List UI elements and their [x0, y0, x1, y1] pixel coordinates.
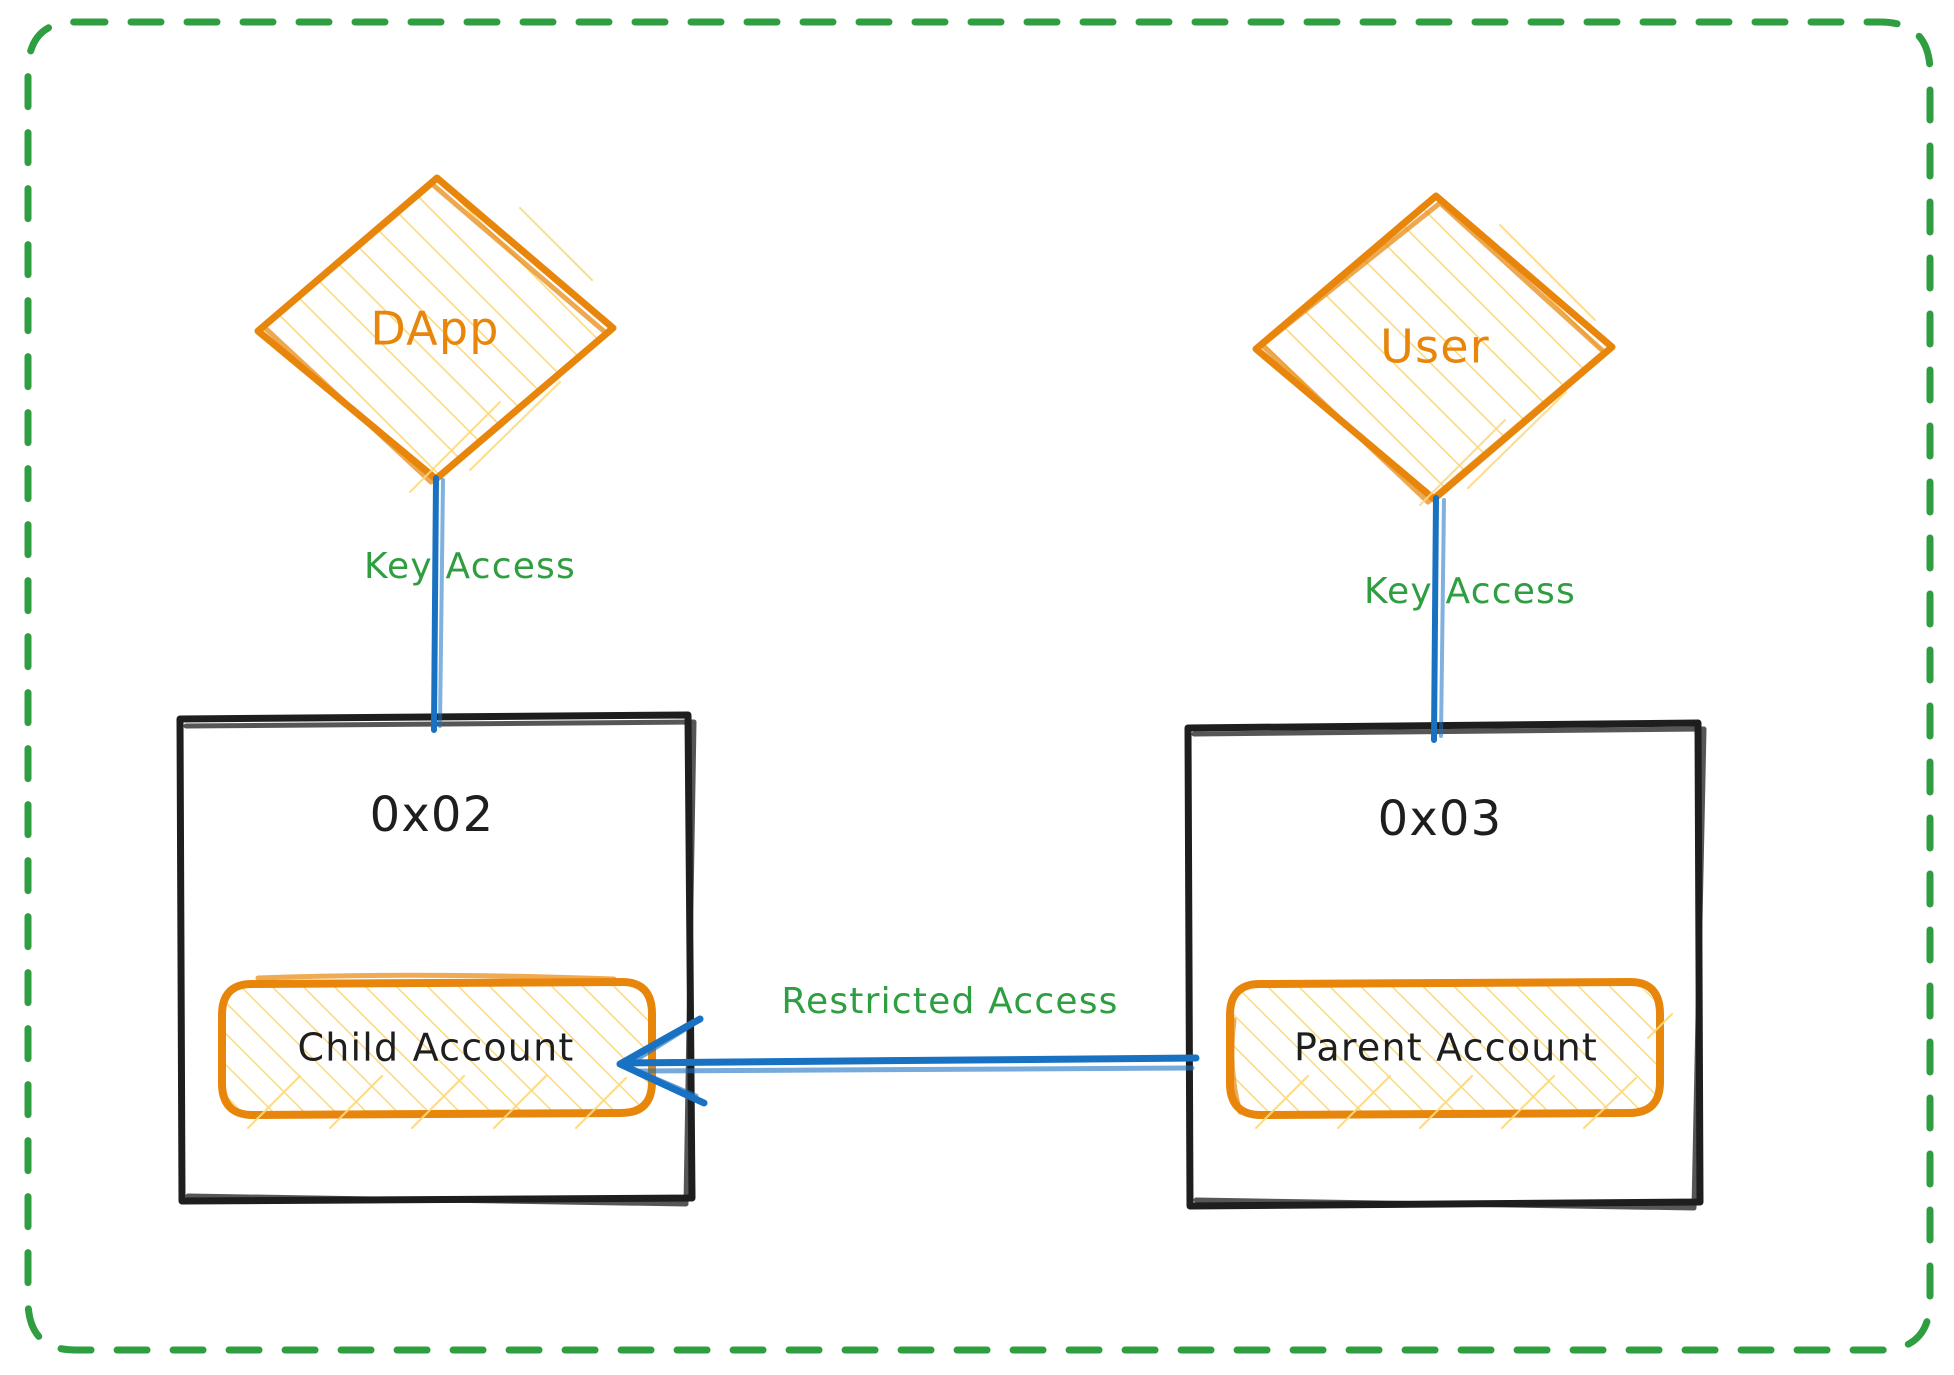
outer-frame [24, 18, 1934, 1354]
edge-parent-to-child[interactable] [616, 1015, 1200, 1107]
node-parent-account[interactable]: Parent Account [1226, 978, 1674, 1130]
parent-account-outline-b [1229, 1017, 1243, 1115]
node-parent-box[interactable]: 0x03 [1184, 719, 1707, 1211]
user-hatch-overshoot [1418, 223, 1597, 507]
edge-label-key-access-right: Key Access [1364, 571, 1576, 612]
parent-account-outline-a [1226, 978, 1664, 1119]
edge-user-to-parent[interactable] [1431, 495, 1446, 743]
user-label: User [1380, 320, 1490, 374]
parent-account-hatch-overshoot [1254, 1012, 1674, 1130]
node-user[interactable]: User [1252, 192, 1616, 507]
edge-label-restricted-access: Restricted Access [781, 981, 1118, 1022]
user-outline-b [1259, 200, 1607, 505]
edge-dapp-line-b [438, 478, 445, 728]
parent-box-title: 0x03 [1378, 791, 1503, 847]
parent-box-outline-a [1184, 719, 1704, 1210]
node-child-box[interactable]: 0x02 [176, 711, 697, 1207]
parent-box-outline-b [1191, 726, 1707, 1211]
child-account-outline-b [255, 972, 617, 982]
edge-label-key-access-left: Key Access [364, 546, 576, 587]
child-account-outline-a [218, 978, 656, 1119]
child-account-label: Child Account [298, 1026, 575, 1070]
child-box-title: 0x02 [370, 787, 495, 843]
edge-restricted-arrowhead-b [623, 1023, 699, 1099]
node-dapp[interactable]: DApp [254, 174, 617, 494]
edge-restricted-shaft-b [637, 1065, 1195, 1074]
child-box-outline-a [176, 711, 696, 1205]
parent-account-label: Parent Account [1294, 1026, 1598, 1070]
edge-dapp-to-child[interactable] [431, 475, 445, 733]
edge-restricted-shaft-a [620, 1054, 1200, 1067]
dapp-hatch-overshoot [408, 206, 594, 494]
dapp-label: DApp [370, 302, 499, 356]
child-account-hatch-overshoot [246, 1074, 628, 1130]
edge-user-line-b [1439, 498, 1446, 738]
edge-dapp-line-a [431, 475, 439, 733]
dapp-outline-b [261, 181, 609, 485]
edge-user-line-a [1431, 495, 1439, 743]
node-child-account[interactable]: Child Account [218, 972, 656, 1130]
